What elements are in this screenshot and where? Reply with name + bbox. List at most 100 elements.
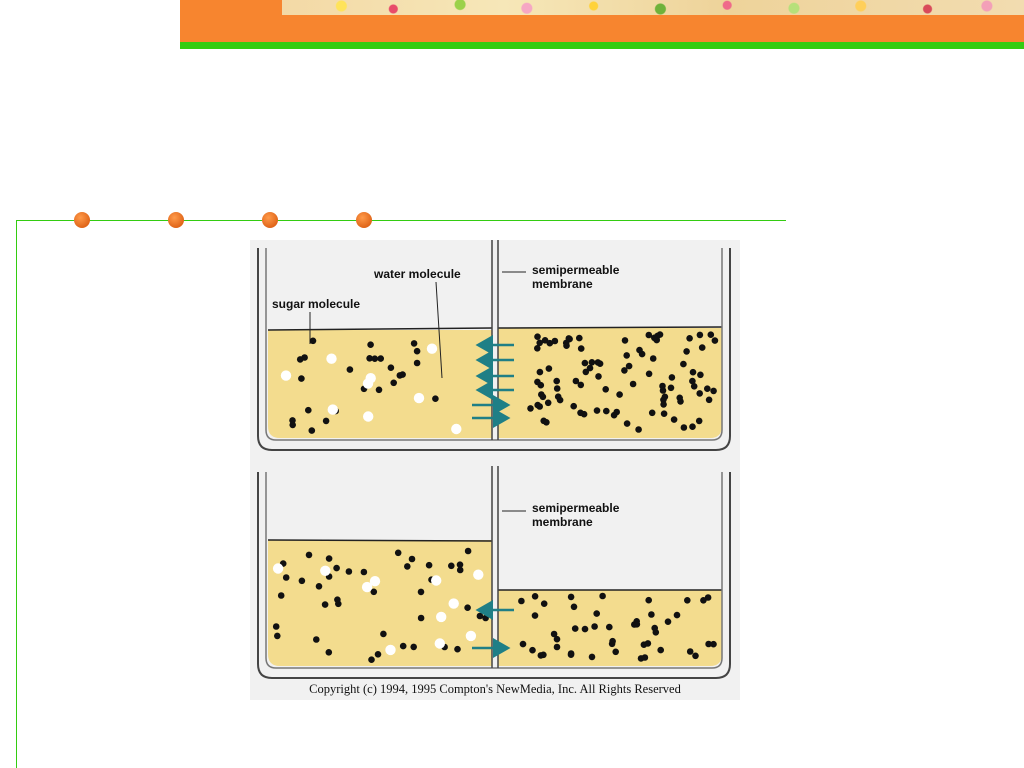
bullet-dot-icon xyxy=(356,212,372,228)
water-molecule xyxy=(540,600,548,607)
water-molecule xyxy=(345,568,353,575)
water-molecule xyxy=(346,366,354,373)
water-molecule xyxy=(606,623,613,631)
water-molecule xyxy=(537,381,545,389)
water-molecule xyxy=(696,331,704,339)
water-molecule xyxy=(695,417,703,425)
sugar-molecule xyxy=(365,373,376,384)
water-molecule xyxy=(710,387,717,395)
water-molecule xyxy=(553,385,561,392)
sugar-molecule xyxy=(361,581,373,593)
water-molecule xyxy=(710,640,717,648)
sugar-molecule xyxy=(363,411,374,422)
water-molecule xyxy=(540,651,547,659)
water-molecule xyxy=(274,632,281,640)
water-molecule xyxy=(588,653,596,661)
water-molecule xyxy=(464,547,472,555)
water-molecule xyxy=(621,337,629,344)
water-molecule xyxy=(657,646,664,654)
water-molecule xyxy=(572,377,580,385)
water-molecule xyxy=(370,588,378,596)
sugar-molecule xyxy=(326,353,337,364)
water-molecule xyxy=(301,354,308,361)
molecule-cluster xyxy=(518,592,717,662)
water-molecule xyxy=(476,612,484,620)
water-molecule xyxy=(593,407,601,414)
water-molecule xyxy=(593,610,600,617)
water-molecule xyxy=(380,630,387,638)
flow-arrows xyxy=(472,335,514,428)
water-molecule xyxy=(368,656,375,663)
water-molecule xyxy=(625,362,633,370)
water-molecule xyxy=(577,345,585,352)
water-molecule xyxy=(594,359,602,366)
water-molecule xyxy=(298,577,306,585)
water-molecule xyxy=(277,592,285,599)
frame-line-vertical xyxy=(16,220,17,768)
water-molecule xyxy=(645,331,653,339)
water-molecule xyxy=(272,623,280,630)
sugar-molecule xyxy=(436,611,447,623)
sugar-molecule xyxy=(280,370,292,381)
water-molecule xyxy=(553,643,561,651)
sugar-molecule xyxy=(473,569,484,580)
water-molecule xyxy=(623,352,630,359)
water-molecule xyxy=(571,625,579,632)
water-molecule xyxy=(570,402,577,410)
water-molecule xyxy=(698,344,706,351)
water-molecule xyxy=(581,359,589,367)
water-molecule xyxy=(534,333,541,340)
copyright-caption: Copyright (c) 1994, 1995 Compton's NewMe… xyxy=(309,682,681,696)
water-molecule xyxy=(563,342,570,349)
sugar-molecule xyxy=(431,575,442,586)
water-molecule xyxy=(599,592,606,600)
water-molecule xyxy=(410,643,417,651)
water-molecule xyxy=(680,424,688,431)
header-stripe xyxy=(180,42,1024,49)
water-molecule xyxy=(315,583,323,590)
water-molecule xyxy=(387,364,395,371)
membrane-label: membrane xyxy=(532,277,593,291)
bullet-dot-icon xyxy=(74,212,90,228)
water-molecule xyxy=(551,337,559,345)
flow-arrows xyxy=(472,600,514,658)
water-molecule xyxy=(609,637,616,645)
water-molecule xyxy=(313,636,320,643)
water-molecule xyxy=(680,360,687,368)
water-molecule xyxy=(289,421,296,429)
water-molecule xyxy=(673,611,681,619)
water-molecule xyxy=(616,391,623,398)
water-molecule xyxy=(527,405,534,412)
water-molecule xyxy=(651,624,658,632)
water-molecule xyxy=(623,420,631,427)
water-molecule xyxy=(603,407,610,415)
right-solution xyxy=(498,328,722,438)
water-molecule xyxy=(546,339,554,347)
water-molecule xyxy=(670,416,678,423)
water-molecule xyxy=(668,374,676,381)
water-molecule xyxy=(553,377,560,385)
water-molecule xyxy=(413,347,421,355)
membrane-label: semipermeable xyxy=(532,263,620,277)
water-molecule xyxy=(432,395,439,402)
water-molecule xyxy=(667,384,675,392)
sugar-molecule xyxy=(413,392,425,404)
water-molecule xyxy=(366,355,373,362)
water-molecule xyxy=(588,359,596,366)
water-molecule xyxy=(298,375,305,382)
water-molecule xyxy=(413,359,421,367)
water-molecule xyxy=(705,396,713,404)
water-molecule xyxy=(711,337,719,344)
water-molecule xyxy=(464,604,471,611)
sugar-molecule xyxy=(385,644,396,656)
water-molecule xyxy=(305,551,313,559)
water-molecule xyxy=(367,341,374,348)
water-molecule xyxy=(408,555,416,563)
water-molecule xyxy=(644,640,652,647)
sugar-molecule xyxy=(369,576,381,587)
sugar-molecule xyxy=(451,423,462,435)
water-molecule xyxy=(697,371,704,379)
water-molecule xyxy=(689,423,696,430)
sugar-molecule-label: sugar molecule xyxy=(272,297,360,311)
water-molecule xyxy=(621,367,628,374)
